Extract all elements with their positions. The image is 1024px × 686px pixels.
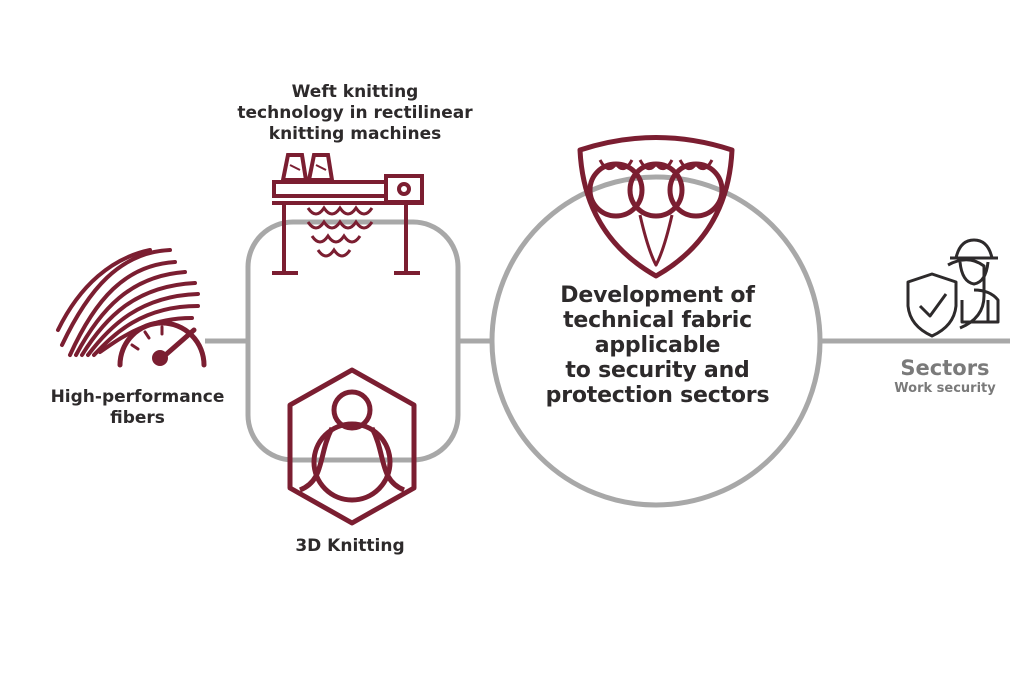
fiber-speedometer-icon — [56, 248, 207, 368]
sectors-title: Sectors — [900, 356, 990, 380]
label-sectors: Sectors Work security — [870, 356, 1020, 397]
connectors — [205, 174, 1010, 508]
worker-shield-icon — [906, 238, 1000, 338]
center-label-line-5: protection sectors — [545, 383, 770, 408]
knitting-machine-icon — [272, 153, 424, 275]
fibers-label-line-1: High-performance — [50, 387, 225, 407]
label-technical-fabric: Development of technical fabric applicab… — [515, 283, 800, 408]
weft-label-line-3: knitting machines — [268, 124, 442, 144]
weft-label-line-1: Weft knitting — [291, 82, 419, 102]
center-label-line-3: applicable — [594, 333, 721, 358]
label-weft-knitting: Weft knitting technology in rectilinear … — [210, 82, 500, 145]
sectors-subtitle: Work security — [894, 381, 996, 396]
label-3d-knitting: 3D Knitting — [270, 536, 430, 557]
3d-knit-hexagon-icon — [287, 367, 417, 526]
center-label-line-1: Development of — [560, 283, 755, 308]
label-high-performance-fibers: High-performance fibers — [30, 387, 245, 429]
fibers-label-line-2: fibers — [110, 408, 165, 428]
weft-label-line-2: technology in rectilinear — [237, 103, 473, 123]
knit-shield-icon — [577, 135, 735, 279]
center-label-line-2: technical fabric — [563, 308, 752, 333]
center-label-line-4: to security and — [565, 358, 750, 383]
knit3d-label-line-1: 3D Knitting — [295, 536, 405, 556]
